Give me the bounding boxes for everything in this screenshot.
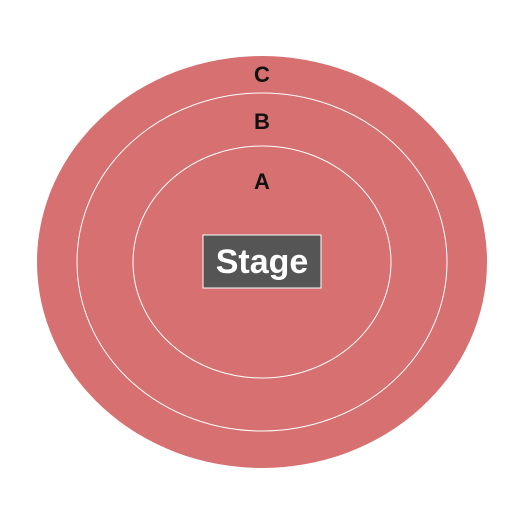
stage-label: Stage bbox=[216, 243, 309, 281]
stage: Stage bbox=[202, 234, 322, 289]
stage-box bbox=[202, 234, 322, 289]
section-c-label: C bbox=[254, 62, 270, 87]
section-a-label: A bbox=[254, 169, 270, 194]
section-b-label: B bbox=[254, 109, 270, 134]
